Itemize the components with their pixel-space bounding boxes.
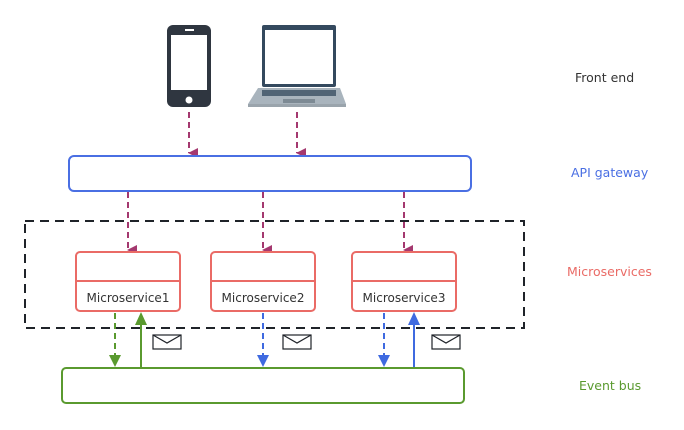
microservice-3-label: Microservice3 — [363, 291, 446, 305]
laptop-icon — [248, 25, 346, 107]
api-gateway-box — [68, 155, 472, 192]
microservice-1-label: Microservice1 — [87, 291, 170, 305]
ms1-publish-arrowhead — [109, 355, 121, 367]
microservice-2: Microservice2 — [210, 251, 316, 312]
envelope-icon — [282, 334, 312, 350]
envelope-icon — [152, 334, 182, 350]
smartphone-icon — [167, 25, 211, 107]
ms2-publish-arrowhead — [257, 355, 269, 367]
ms1-subscribe-arrowhead — [135, 312, 147, 325]
front-end-label: Front end — [575, 70, 635, 85]
microservice-2-label: Microservice2 — [222, 291, 305, 305]
microservices-label: Microservices — [567, 264, 652, 279]
event-bus-box — [61, 367, 465, 404]
microservices-container — [24, 220, 525, 329]
ms3-subscribe-arrowhead — [408, 312, 420, 325]
ms3-publish-arrowhead — [378, 355, 390, 367]
event-bus-label: Event bus — [579, 378, 642, 393]
api-gateway-label: API gateway — [571, 165, 649, 180]
microservice-1: Microservice1 — [75, 251, 181, 312]
microservice-3: Microservice3 — [351, 251, 457, 312]
envelope-icon — [431, 334, 461, 350]
